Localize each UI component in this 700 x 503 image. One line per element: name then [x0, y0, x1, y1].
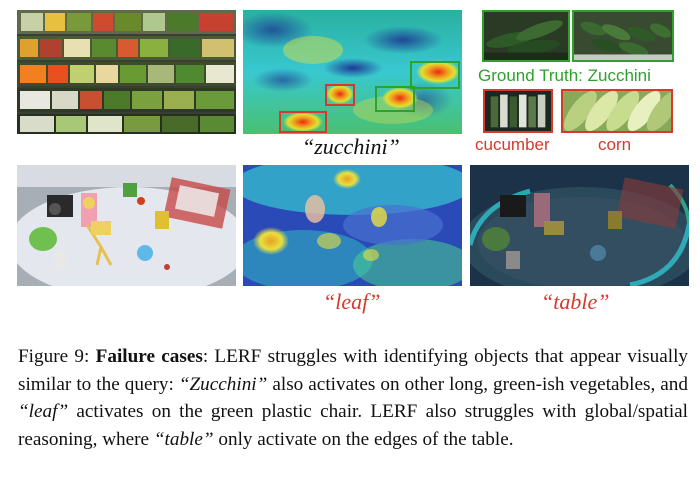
produce-shelf-photo [17, 10, 236, 134]
zucchini-relevancy-heatmap [243, 10, 462, 134]
false-positive-cucumber-crop [483, 89, 553, 133]
figure-number: Figure 9: [18, 346, 90, 367]
caption-query-zucchini: “Zucchini” [178, 373, 268, 395]
false-label-corn: corn [598, 135, 632, 154]
query-label-table: “table” [541, 289, 610, 314]
table-scene-photo [17, 165, 236, 286]
query-label-leaf: “leaf” [323, 289, 381, 314]
caption-text-2: also activates on other long, green-ish … [267, 373, 688, 395]
figure-caption: Figure 9: Failure cases: LERF struggles … [18, 343, 688, 453]
caption-query-leaf: “leaf” [18, 401, 69, 423]
leaf-relevancy-heatmap [243, 165, 462, 286]
ground-truth-label: Ground Truth: Zucchini [478, 66, 651, 85]
caption-text-3: activates on the green plastic chair. LE… [18, 401, 688, 450]
caption-text-4: only activate on the edges of the table. [213, 428, 514, 450]
ground-truth-zucchini-crop-2 [572, 10, 674, 62]
caption-text-1: : LERF struggles with identifying object… [18, 346, 688, 395]
table-relevancy-heatmap [470, 165, 689, 286]
false-positive-corn-crop [561, 89, 673, 133]
false-label-cucumber: cucumber [475, 135, 550, 154]
caption-title: Failure cases [95, 346, 203, 367]
caption-query-table: “table” [153, 428, 214, 450]
query-label-zucchini: “zucchini” [302, 134, 400, 159]
ground-truth-zucchini-crop-1 [482, 10, 570, 62]
